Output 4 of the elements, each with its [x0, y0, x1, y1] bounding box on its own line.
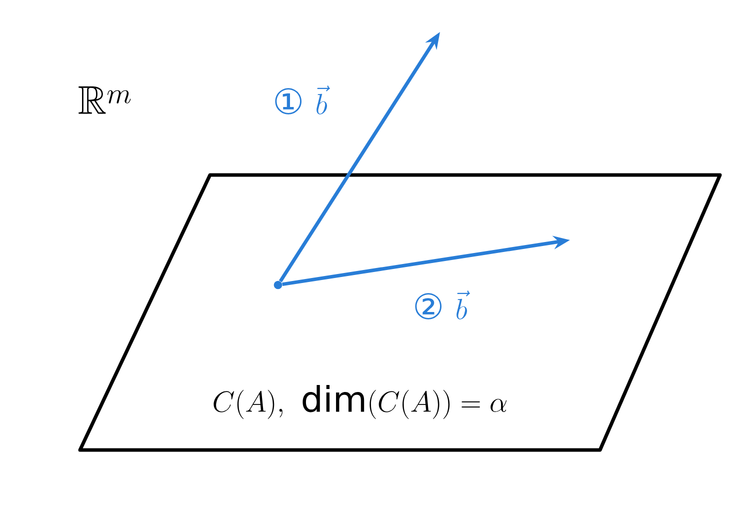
edge-label: $\text{②}\ \vec{b}$ — [415, 290, 470, 320]
edge-label: $\text{①}\ \vec{b}$ — [275, 86, 330, 114]
point — [274, 280, 282, 290]
space-label: $\mathbb{R}^m$ — [78, 86, 131, 114]
